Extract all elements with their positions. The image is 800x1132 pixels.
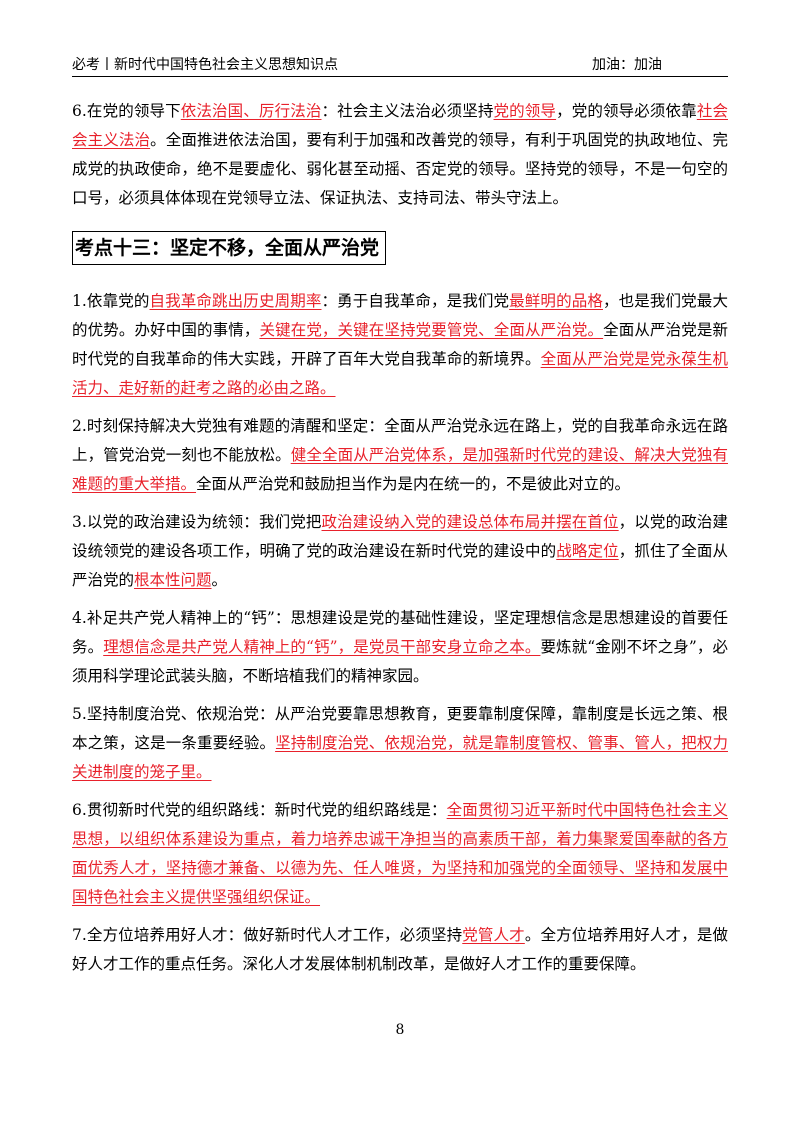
highlighted-key-point: 政治建设纳入党的建设总体布局并摆在首位 bbox=[321, 513, 619, 531]
paragraph-text: ：社会主义法治必须坚持 bbox=[321, 102, 494, 120]
paragraph-text: 6.贯彻新时代党的组织路线：新时代党的组织路线是： bbox=[72, 801, 447, 819]
paragraph-text: 1.依靠党的 bbox=[72, 292, 150, 310]
highlighted-key-point: 依法治国、厉行法治 bbox=[180, 102, 322, 120]
paragraph-text: 5.坚持制度治党、依规治党：从严治党要靠思想教育，更要靠制度保障，靠制度是长远之… bbox=[72, 705, 728, 752]
section-heading-container: 考点十三：坚定不移，全面从严治党 bbox=[72, 231, 728, 267]
header-slogan: 加油：加油 bbox=[592, 57, 662, 73]
paragraph: 6.贯彻新时代党的组织路线：新时代党的组织路线是：全面贯彻习近平新时代中国特色社… bbox=[72, 796, 728, 912]
highlighted-key-point: 社会会主义法治 bbox=[72, 102, 728, 149]
paragraph-text: ：勇于自我革命，是我们党 bbox=[321, 292, 510, 310]
highlighted-key-point: 根本性问题 bbox=[134, 571, 212, 589]
highlighted-key-point: 最鲜明的品格 bbox=[509, 292, 603, 310]
paragraph-text: 。全面推进依法治国，要有利于加强和改善党的领导，有利于巩固党的执政地位、完成党的… bbox=[72, 131, 728, 207]
paragraph: 4.补足共产党人精神上的“钙”：思想建设是党的基础性建设，坚定理想信念是思想建设… bbox=[72, 604, 728, 691]
paragraph-text: 全面从严治党是新时代党的自我革命的伟大实践，开辟了百年大党自我革命的新境界。 bbox=[72, 321, 728, 368]
page-number: 8 bbox=[395, 1022, 405, 1038]
highlighted-key-point: 全面贯彻习近平新时代中国特色社会主义思想，以组织体系建设为重点，着力培养忠诚干净… bbox=[72, 801, 728, 906]
paragraph: 6.在党的领导下依法治国、厉行法治：社会主义法治必须坚持党的领导，党的领导必须依… bbox=[72, 97, 728, 213]
paragraph-text: ，也是我们党最大的优势。办好中国的事情， bbox=[72, 292, 728, 339]
highlighted-key-point: 自我革命跳出历史周期率 bbox=[149, 292, 322, 310]
paragraph-text: 全面从严治党和鼓励担当作为是内在统一的，不是彼此对立的。 bbox=[196, 475, 631, 493]
paragraph-text: 要炼就“金刚不坏之身”，必须用科学理论武装头脑，不断培植我们的精神家园。 bbox=[72, 638, 728, 685]
paragraph: 7.全方位培养用好人才：做好新时代人才工作，必须坚持党管人才。全方位培养用好人才… bbox=[72, 921, 728, 979]
paragraph-text: ，党的领导必须依靠 bbox=[556, 102, 697, 120]
paragraph-text: 6.在党的领导下 bbox=[72, 102, 181, 120]
paragraph: 5.坚持制度治党、依规治党：从严治党要靠思想教育，更要靠制度保障，靠制度是长远之… bbox=[72, 700, 728, 787]
highlighted-key-point: 坚持制度治党、依规治党，就是靠制度管权、管事、管人，把权力关进制度的笼子里。 bbox=[72, 734, 728, 781]
highlighted-key-point: 战略定位 bbox=[556, 542, 619, 560]
paragraph-text: 3.以党的政治建设为统领：我们党把 bbox=[72, 513, 322, 531]
paragraph-text: 。全方位培养用好人才，是做好人才工作的重点任务。深化人才发展体制机制改革，是做好… bbox=[72, 926, 728, 973]
highlighted-key-point: 党的领导 bbox=[493, 102, 557, 120]
paragraph: 2.时刻保持解决大党独有难题的清醒和坚定：全面从严治党永远在路上，党的自我革命永… bbox=[72, 412, 728, 499]
paragraph-text: 4.补足共产党人精神上的“钙”：思想建设是党的基础性建设，坚定理想信念是思想建设… bbox=[72, 609, 728, 656]
highlighted-key-point: 健全全面从严治党体系，是加强新时代党的建设、解决大党独有难题的重大举措。 bbox=[72, 446, 728, 493]
highlighted-key-point: 全面从严治党是党永葆生机活力、走好新的赶考之路的必由之路。 bbox=[72, 350, 728, 397]
page-header: 必考丨新时代中国特色社会主义思想知识点 加油：加油 bbox=[72, 50, 728, 77]
header-title: 必考丨新时代中国特色社会主义思想知识点 bbox=[72, 57, 338, 73]
paragraph: 3.以党的政治建设为统领：我们党把政治建设纳入党的建设总体布局并摆在首位，以党的… bbox=[72, 508, 728, 595]
highlighted-key-point: 关键在党，关键在坚持党要管党、全面从严治党。 bbox=[259, 321, 604, 339]
section-heading: 考点十三：坚定不移，全面从严治党 bbox=[72, 231, 387, 265]
paragraph-text: ，抓住了全面从严治党的 bbox=[72, 542, 728, 589]
document-body: 6.在党的领导下依法治国、厉行法治：社会主义法治必须坚持党的领导，党的领导必须依… bbox=[72, 97, 728, 988]
paragraph-text: 7.全方位培养用好人才：做好新时代人才工作，必须坚持 bbox=[72, 926, 463, 944]
paragraph: 1.依靠党的自我革命跳出历史周期率：勇于自我革命，是我们党最鲜明的品格，也是我们… bbox=[72, 287, 728, 403]
highlighted-key-point: 党管人才 bbox=[462, 926, 525, 944]
highlighted-key-point: 理想信念是共产党人精神上的“钙”，是党员干部安身立命之本。 bbox=[103, 638, 541, 656]
paragraph-text: 。 bbox=[211, 571, 228, 589]
paragraph-text: 2.时刻保持解决大党独有难题的清醒和坚定：全面从严治党永远在路上，党的自我革命永… bbox=[72, 417, 728, 464]
paragraph-text: ，以党的政治建设统领党的建设各项工作，明确了党的政治建设在新时代党的建设中的 bbox=[72, 513, 728, 560]
